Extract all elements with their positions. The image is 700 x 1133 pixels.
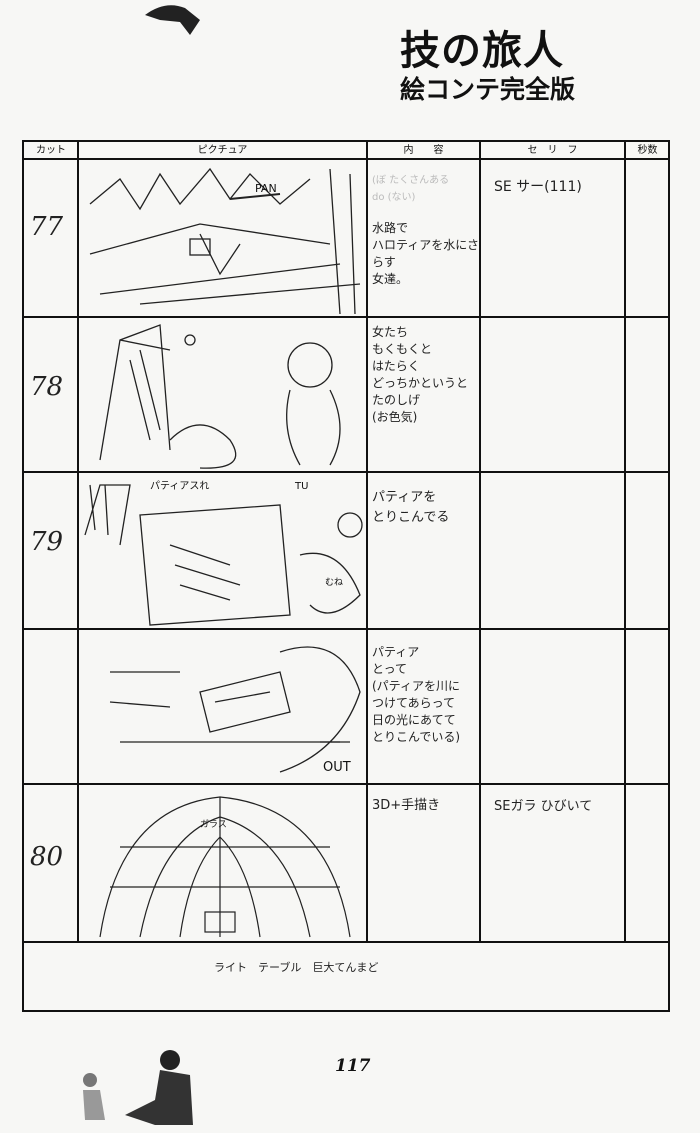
content-text: パティアを とりこんでる bbox=[372, 490, 450, 525]
content-text: 水路で ハロティアを水にさらす 女達。 bbox=[372, 221, 480, 286]
row-divider bbox=[24, 628, 670, 630]
panel-note: パティアスれ bbox=[150, 481, 210, 492]
storyboard-panel: ガラス bbox=[80, 787, 367, 940]
content-text: 女たち もくもくと はたらく どっちかというと たのしげ (お色気) bbox=[372, 325, 469, 424]
header-seconds: 秒数 bbox=[625, 142, 670, 160]
cut-number: 77 bbox=[30, 212, 64, 242]
page-title: 技の旅人 bbox=[400, 28, 564, 74]
storyboard-panel: パティアスれ TU むね bbox=[80, 475, 367, 627]
page-number: 117 bbox=[335, 1056, 371, 1076]
panel-note: ガラス bbox=[200, 820, 227, 830]
character-silhouette-top bbox=[145, 5, 200, 35]
content-faint-text: (ぼ たくさんある do (ない) bbox=[372, 175, 450, 203]
panel-note: PAN bbox=[255, 182, 277, 195]
row-divider bbox=[24, 783, 670, 785]
content-text: 3D+手描き bbox=[372, 798, 441, 813]
panel-note: TU bbox=[295, 481, 309, 492]
panel-note: OUT bbox=[323, 760, 351, 775]
column-divider bbox=[624, 142, 626, 942]
storyboard-sheet: カット ピクチュア 内 容 セ リ フ 秒数 77 PAN (ぼ たくさんある … bbox=[22, 140, 670, 1012]
storyboard-panel: OUT bbox=[80, 632, 367, 782]
cut-number: 80 bbox=[30, 842, 64, 872]
panel-bottom-note: ライト テーブル 巨大てんまど bbox=[214, 961, 379, 974]
storyboard-panel: PAN bbox=[80, 164, 367, 315]
header-picture: ピクチュア bbox=[78, 142, 367, 160]
header-dialogue: セ リ フ bbox=[480, 142, 625, 160]
cut-number: 78 bbox=[30, 372, 64, 402]
dialogue-text: SEガラ ひびいて bbox=[494, 799, 593, 814]
row-divider bbox=[24, 941, 670, 943]
row-divider bbox=[24, 471, 670, 473]
column-divider bbox=[77, 142, 79, 942]
column-divider bbox=[479, 142, 481, 942]
header-cut: カット bbox=[24, 142, 78, 160]
panel-note: むね bbox=[325, 578, 344, 588]
column-divider bbox=[366, 142, 368, 942]
character-silhouette-bottom bbox=[83, 1050, 193, 1125]
row-divider bbox=[24, 316, 670, 318]
cut-number: 79 bbox=[30, 527, 64, 557]
storyboard-panel bbox=[80, 320, 367, 470]
dialogue-text: SE サー(111) bbox=[494, 179, 582, 195]
header-content: 内 容 bbox=[367, 142, 480, 160]
content-text: パティア とって (パティアを川に つけてあらって 日の光にあてて とりこんでい… bbox=[372, 645, 461, 744]
page-subtitle: 絵コンテ完全版 bbox=[400, 75, 576, 104]
